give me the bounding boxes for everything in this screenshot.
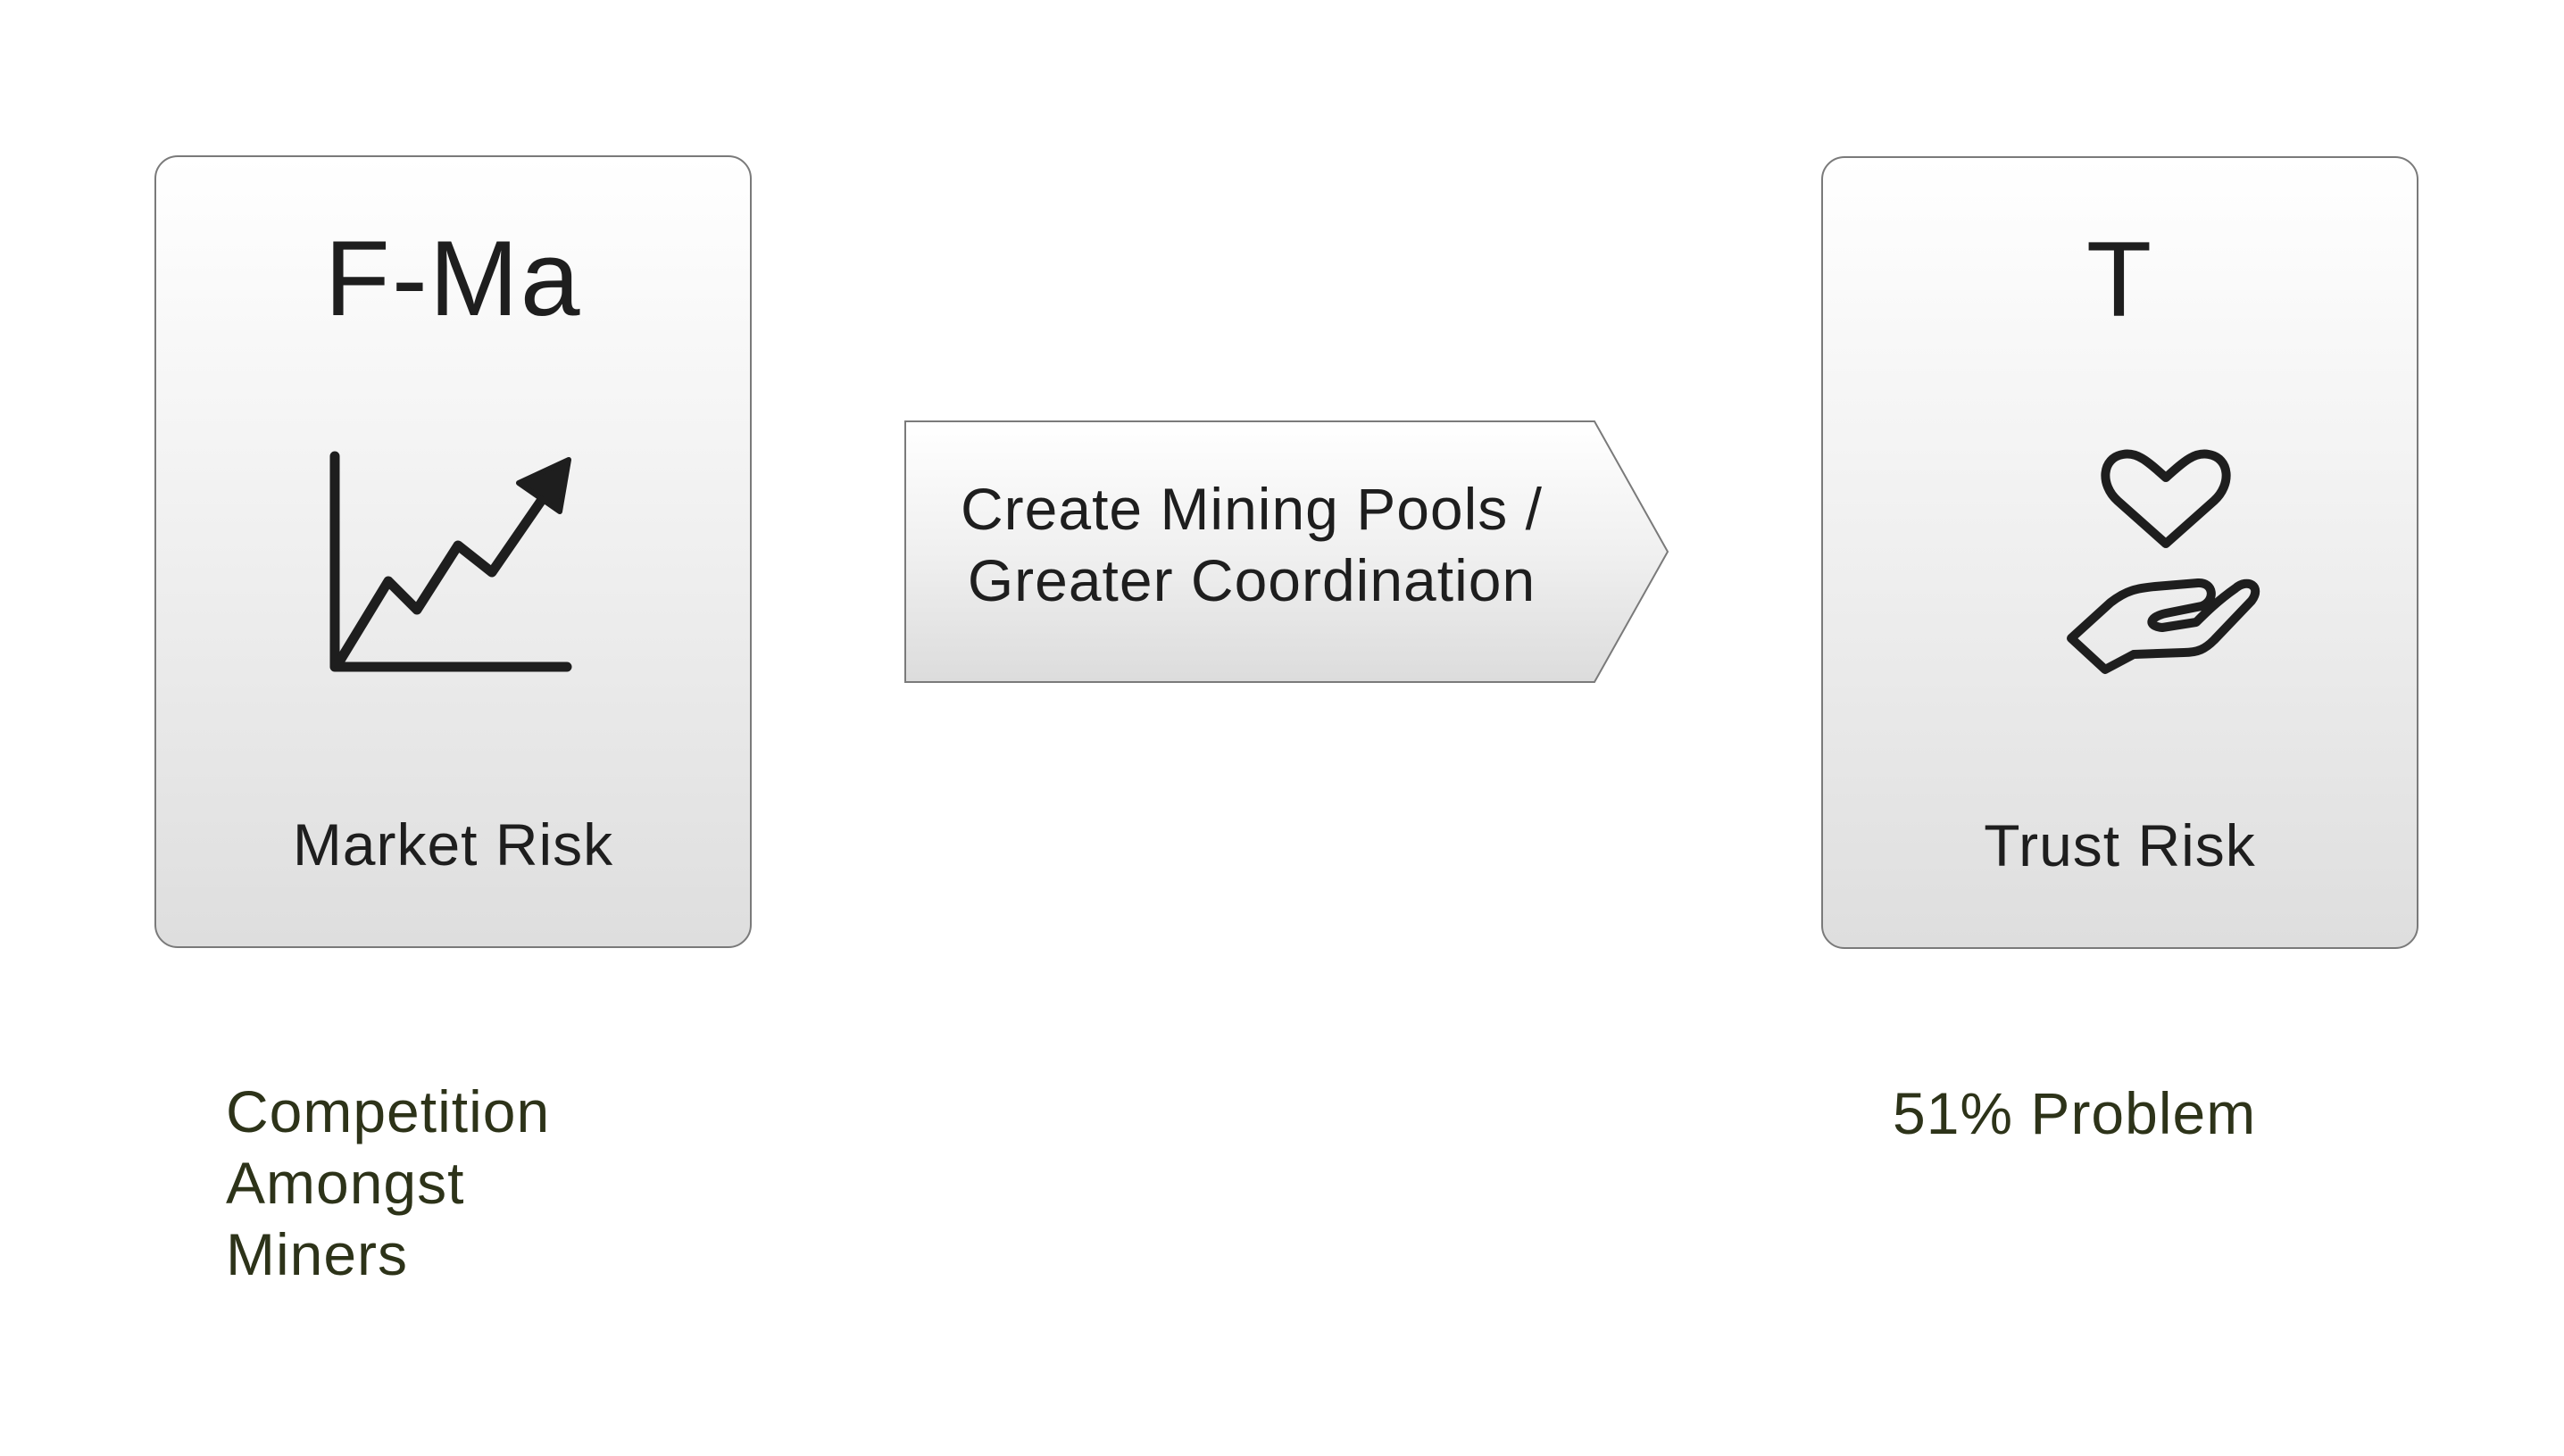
note-left-line-2: Amongst xyxy=(226,1150,465,1216)
process-arrow-text: Create Mining Pools / Greater Coordinati… xyxy=(903,473,1600,616)
note-competition-amongst-miners: Competition Amongst Miners xyxy=(226,1076,550,1290)
arrow-text-line-1: Create Mining Pools / xyxy=(961,476,1543,542)
heart-in-hand-icon xyxy=(2067,449,2260,674)
process-arrow-shape xyxy=(904,420,1669,683)
card-label-market-risk: Market Risk xyxy=(292,811,614,878)
chart-trend-up-icon xyxy=(329,451,572,672)
card-title-f-ma: F-Ma xyxy=(324,219,582,338)
arrow-text-line-2: Greater Coordination xyxy=(967,547,1536,613)
note-left-line-1: Competition xyxy=(226,1078,551,1144)
card-label-trust-risk: Trust Risk xyxy=(1984,812,2256,878)
note-51-percent-problem: 51% Problem xyxy=(1893,1080,2257,1146)
trust-risk-card: T Trust Risk xyxy=(1821,156,2418,949)
card-title-t: T xyxy=(2085,220,2154,339)
note-left-line-3: Miners xyxy=(226,1221,409,1287)
market-risk-card: F-Ma Market Risk xyxy=(154,155,752,948)
